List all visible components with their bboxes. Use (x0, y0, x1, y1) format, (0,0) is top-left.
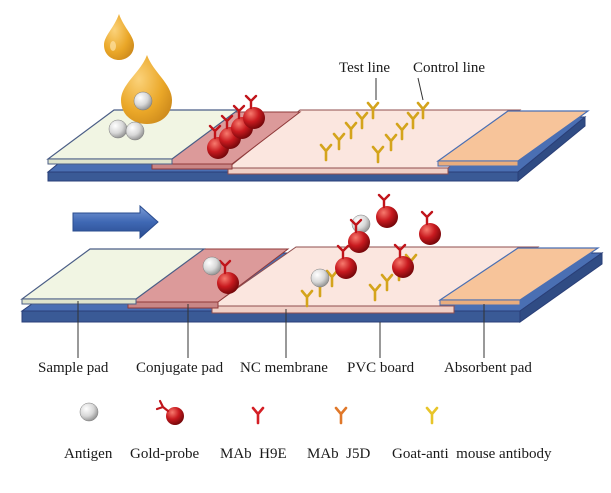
sample-pad (20, 248, 206, 305)
top-strip (46, 14, 590, 183)
label-leaders (77, 301, 485, 358)
legend-label-goat-anti-mouse-antibody: Goat-anti mouse antibody (392, 446, 552, 462)
absorbent-pad (436, 110, 590, 167)
mab-j5d-icon (334, 406, 348, 425)
flow-direction-arrow (72, 204, 159, 240)
legend-label-antigen: Antigen (64, 446, 113, 462)
bottom-strip (20, 193, 604, 358)
test-line-label: Test line (339, 60, 391, 76)
gold-probe-icon (155, 399, 184, 425)
antigen-in-drop (133, 91, 153, 111)
conjugate-pad-label: Conjugate pad (136, 360, 224, 376)
goat-anti-mouse-antibody-icon (425, 406, 439, 425)
sample-drop-small (104, 14, 134, 60)
legend-label-mab-h9e: MAb H9E (220, 446, 287, 462)
sample-drop-large (121, 55, 172, 124)
control-line-leader (417, 77, 424, 101)
legend-label-mab-j5d: MAb J5D (307, 446, 371, 462)
control-line-label: Control line (413, 60, 486, 76)
nc-membrane-label: NC membrane (240, 360, 328, 376)
sample-pad-label: Sample pad (38, 360, 109, 376)
antigen-icon (79, 402, 99, 422)
absorbent-pad (438, 247, 600, 306)
pvc-board-label: PVC board (347, 360, 415, 376)
legend-label-gold-probe: Gold-probe (130, 446, 200, 462)
absorbent-pad-label: Absorbent pad (444, 360, 532, 376)
legend-icons (79, 399, 439, 425)
mab-h9e-icon (251, 406, 265, 425)
